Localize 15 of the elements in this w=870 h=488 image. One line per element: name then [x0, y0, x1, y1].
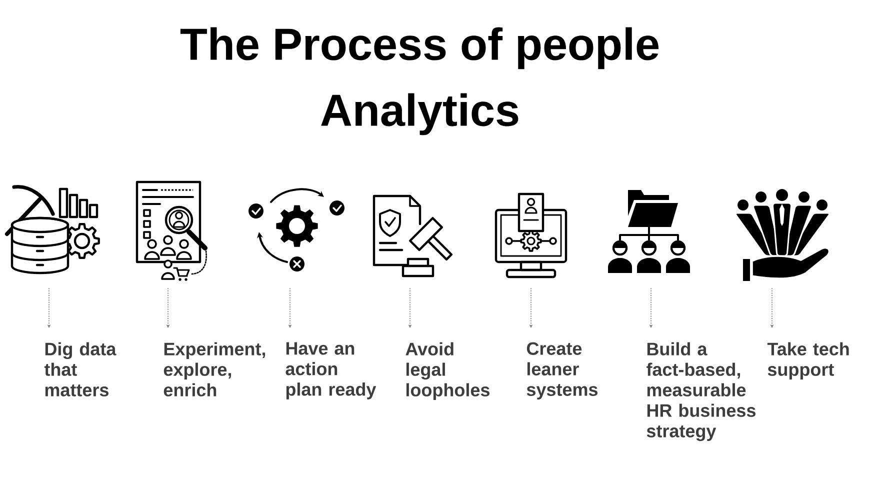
step-label: Take tech support — [767, 342, 849, 380]
gear-cycle-icon — [248, 188, 344, 272]
step-label: Dig data that matters — [44, 342, 116, 396]
step-label: Avoid legal loopholes — [406, 342, 490, 400]
step-label: Build a fact-based, measurable HR business strategy — [646, 342, 756, 442]
monitor-icon — [494, 192, 568, 278]
gavel-document-icon — [372, 194, 453, 278]
step-label: Have an action plan ready — [286, 342, 376, 400]
step-label: Create leaner systems — [526, 342, 598, 400]
title: The Process of people Analytics — [180, 27, 659, 136]
hand-people-icon — [735, 189, 830, 281]
org-chart-icon — [608, 190, 690, 273]
step-label: Experiment, explore, enrich — [164, 342, 266, 396]
document-magnifier-icon — [136, 180, 208, 281]
database-icon — [5, 184, 100, 274]
